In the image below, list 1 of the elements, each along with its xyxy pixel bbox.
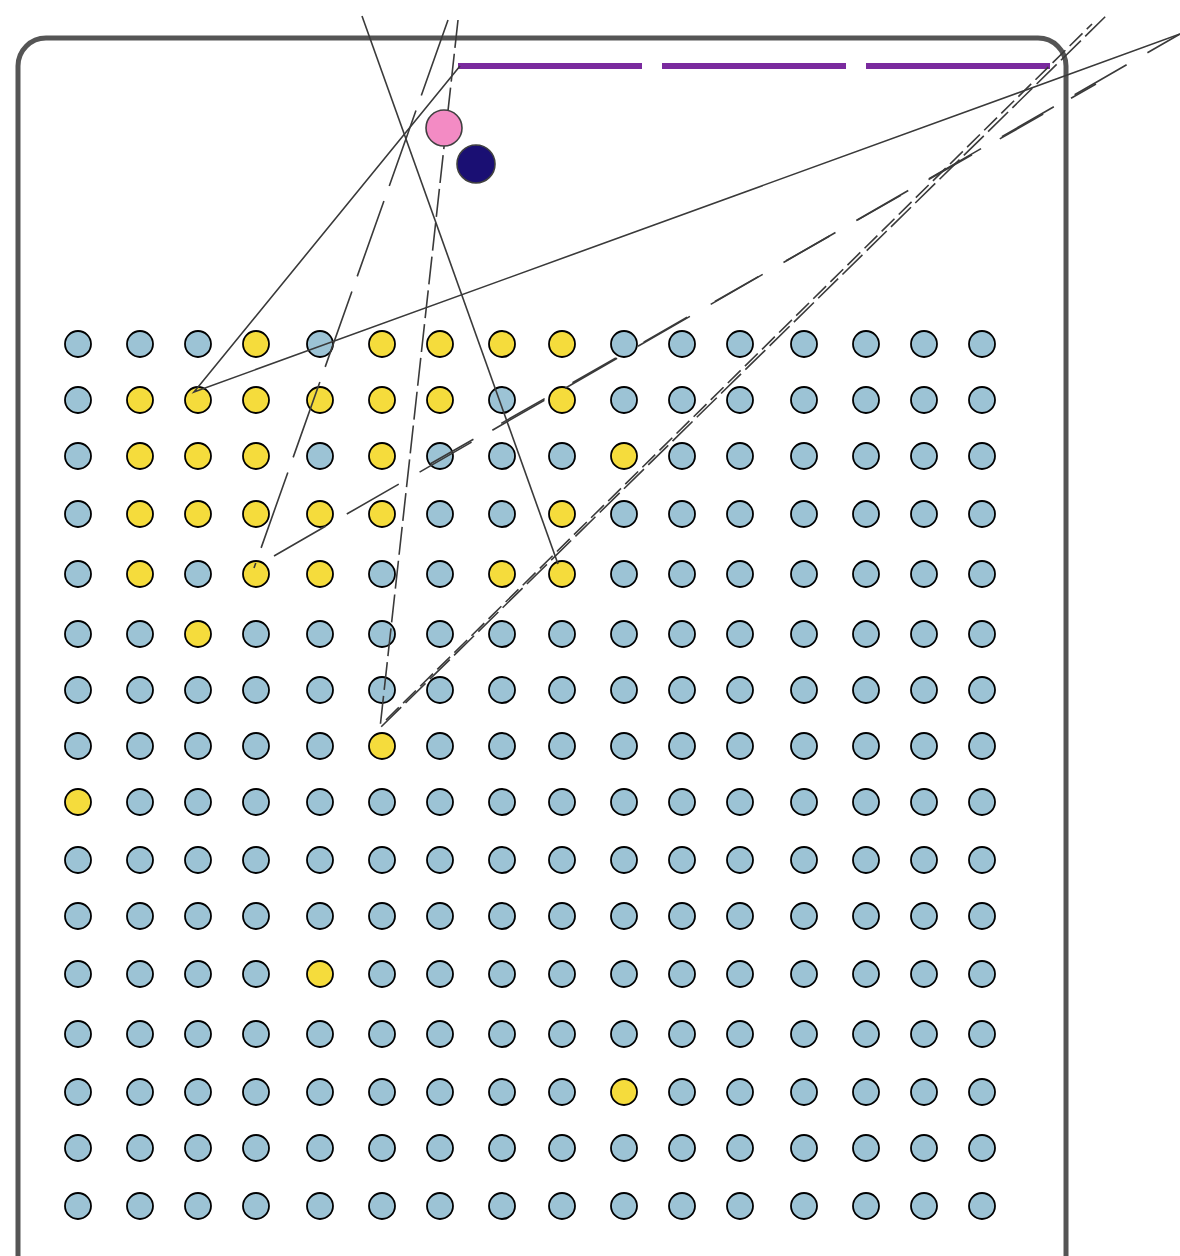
well-plate-drawing <box>15 15 1180 1256</box>
